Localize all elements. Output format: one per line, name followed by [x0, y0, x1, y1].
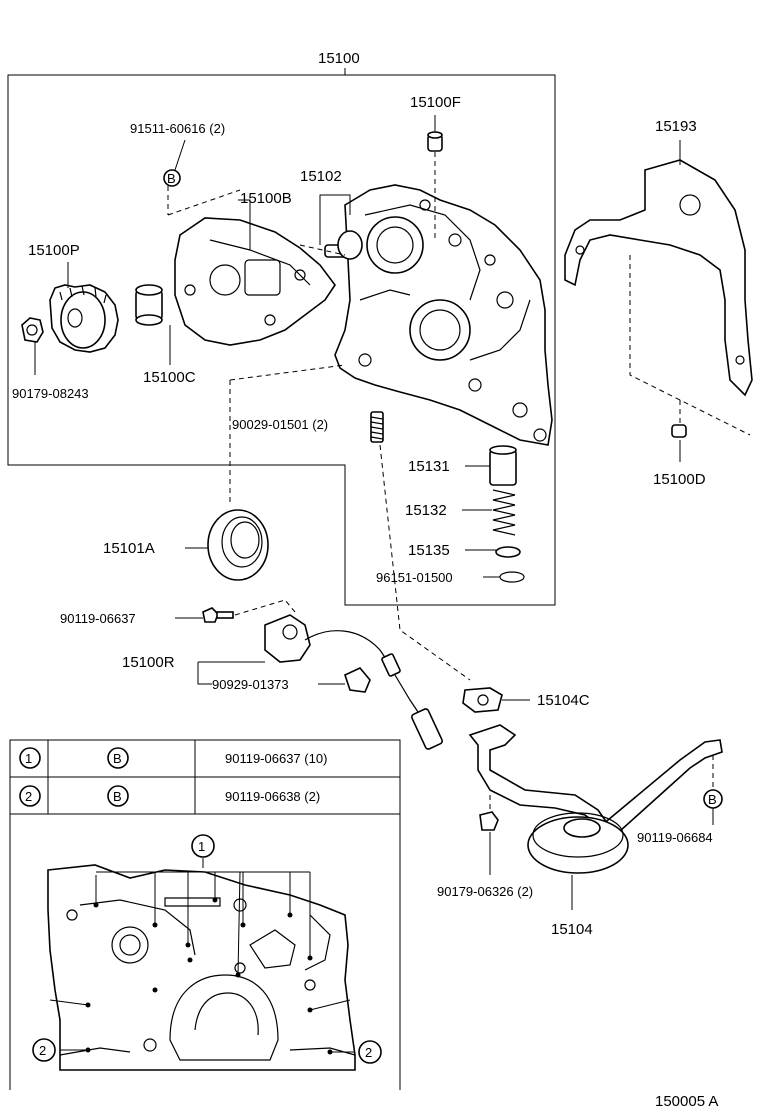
label-90119-06684[interactable]: 90119-06684 [637, 830, 713, 845]
sensor-15100R[interactable] [264, 614, 443, 750]
svg-text:B: B [113, 751, 122, 766]
snap-ring-96151-01500[interactable] [499, 571, 525, 583]
inset-marker-2-left: 2 [32, 1038, 56, 1062]
svg-text:B: B [113, 789, 122, 804]
assembly-15100-frame [7, 74, 556, 606]
oil-seal-15101A[interactable] [207, 509, 269, 581]
label-15101A[interactable]: 15101A [103, 540, 155, 557]
label-15104C[interactable]: 15104C [537, 692, 590, 709]
gasket-15193[interactable] [564, 159, 753, 397]
inset-marker-2-right: 2 [358, 1040, 382, 1064]
stud-90029-01501[interactable] [370, 411, 384, 443]
timing-chain-cover[interactable] [334, 184, 553, 446]
nut-90179-06326[interactable] [479, 811, 499, 831]
label-15131[interactable]: 15131 [408, 458, 450, 475]
label-15100D[interactable]: 15100D [653, 471, 706, 488]
bolt-legend-table: 1 B 90119-06637 (10) 2 B 90119-06638 (2) [9, 739, 401, 815]
ring-15100C[interactable] [135, 284, 163, 326]
legend-row-2: 2 B 90119-06638 (2) [19, 785, 320, 807]
label-15132[interactable]: 15132 [405, 502, 447, 519]
label-15135[interactable]: 15135 [408, 542, 450, 559]
svg-text:B: B [708, 792, 717, 807]
spring-15132[interactable] [492, 489, 516, 536]
label-15102[interactable]: 15102 [300, 168, 342, 185]
label-15100B[interactable]: 15100B [240, 190, 292, 207]
label-90179-06326[interactable]: 90179-06326 (2) [437, 884, 533, 899]
callout-b-90119-06684: B [703, 789, 723, 809]
svg-text:1: 1 [198, 839, 205, 854]
legend-row-1: 1 B 90119-06637 (10) [19, 747, 327, 769]
svg-text:1: 1 [25, 751, 32, 766]
svg-text:2: 2 [25, 789, 32, 804]
label-15104[interactable]: 15104 [551, 921, 593, 938]
relief-valve-15131[interactable] [489, 445, 517, 486]
label-90929-01373[interactable]: 90929-01373 [212, 677, 289, 692]
callout-b-91511: B [163, 169, 181, 187]
label-90119-06637[interactable]: 90119-06637 [60, 611, 136, 626]
label-90029-01501[interactable]: 90029-01501 (2) [232, 417, 328, 432]
label-15100F[interactable]: 15100F [410, 94, 461, 111]
retainer-15135[interactable] [495, 546, 521, 558]
bolt-90119-06637[interactable] [202, 607, 234, 623]
pin-15100F[interactable] [427, 131, 443, 152]
inset-marker-1: 1 [191, 834, 215, 858]
pump-body-15100B[interactable] [174, 217, 336, 346]
svg-text:2: 2 [39, 1043, 46, 1058]
label-96151-01500[interactable]: 96151-01500 [376, 570, 453, 585]
label-15100P[interactable]: 15100P [28, 242, 80, 259]
clip-90929-01373[interactable] [344, 667, 371, 693]
svg-text:90119-06638 (2): 90119-06638 (2) [225, 789, 320, 804]
svg-text:B: B [167, 171, 176, 186]
rotor-shaft-15102[interactable] [324, 230, 363, 260]
label-15100C[interactable]: 15100C [143, 369, 196, 386]
svg-text:90119-06637 (10): 90119-06637 (10) [225, 751, 327, 766]
label-15193[interactable]: 15193 [655, 118, 697, 135]
svg-text:2: 2 [365, 1045, 372, 1060]
label-90179-08243[interactable]: 90179-08243 [12, 386, 89, 401]
diagram-ref-code: 150005 A [655, 1093, 718, 1110]
label-15100R[interactable]: 15100R [122, 654, 175, 671]
gasket-15104C[interactable] [462, 687, 503, 713]
drive-gear-15100P[interactable] [49, 284, 119, 353]
dowel-15100D[interactable] [671, 424, 687, 438]
label-15100[interactable]: 15100 [318, 50, 360, 67]
oil-strainer-15104[interactable] [468, 724, 723, 874]
nut-90179-08243[interactable] [21, 317, 44, 343]
bolt-location-inset [9, 814, 401, 1090]
label-91511-60616[interactable]: 91511-60616 (2) [130, 121, 225, 136]
